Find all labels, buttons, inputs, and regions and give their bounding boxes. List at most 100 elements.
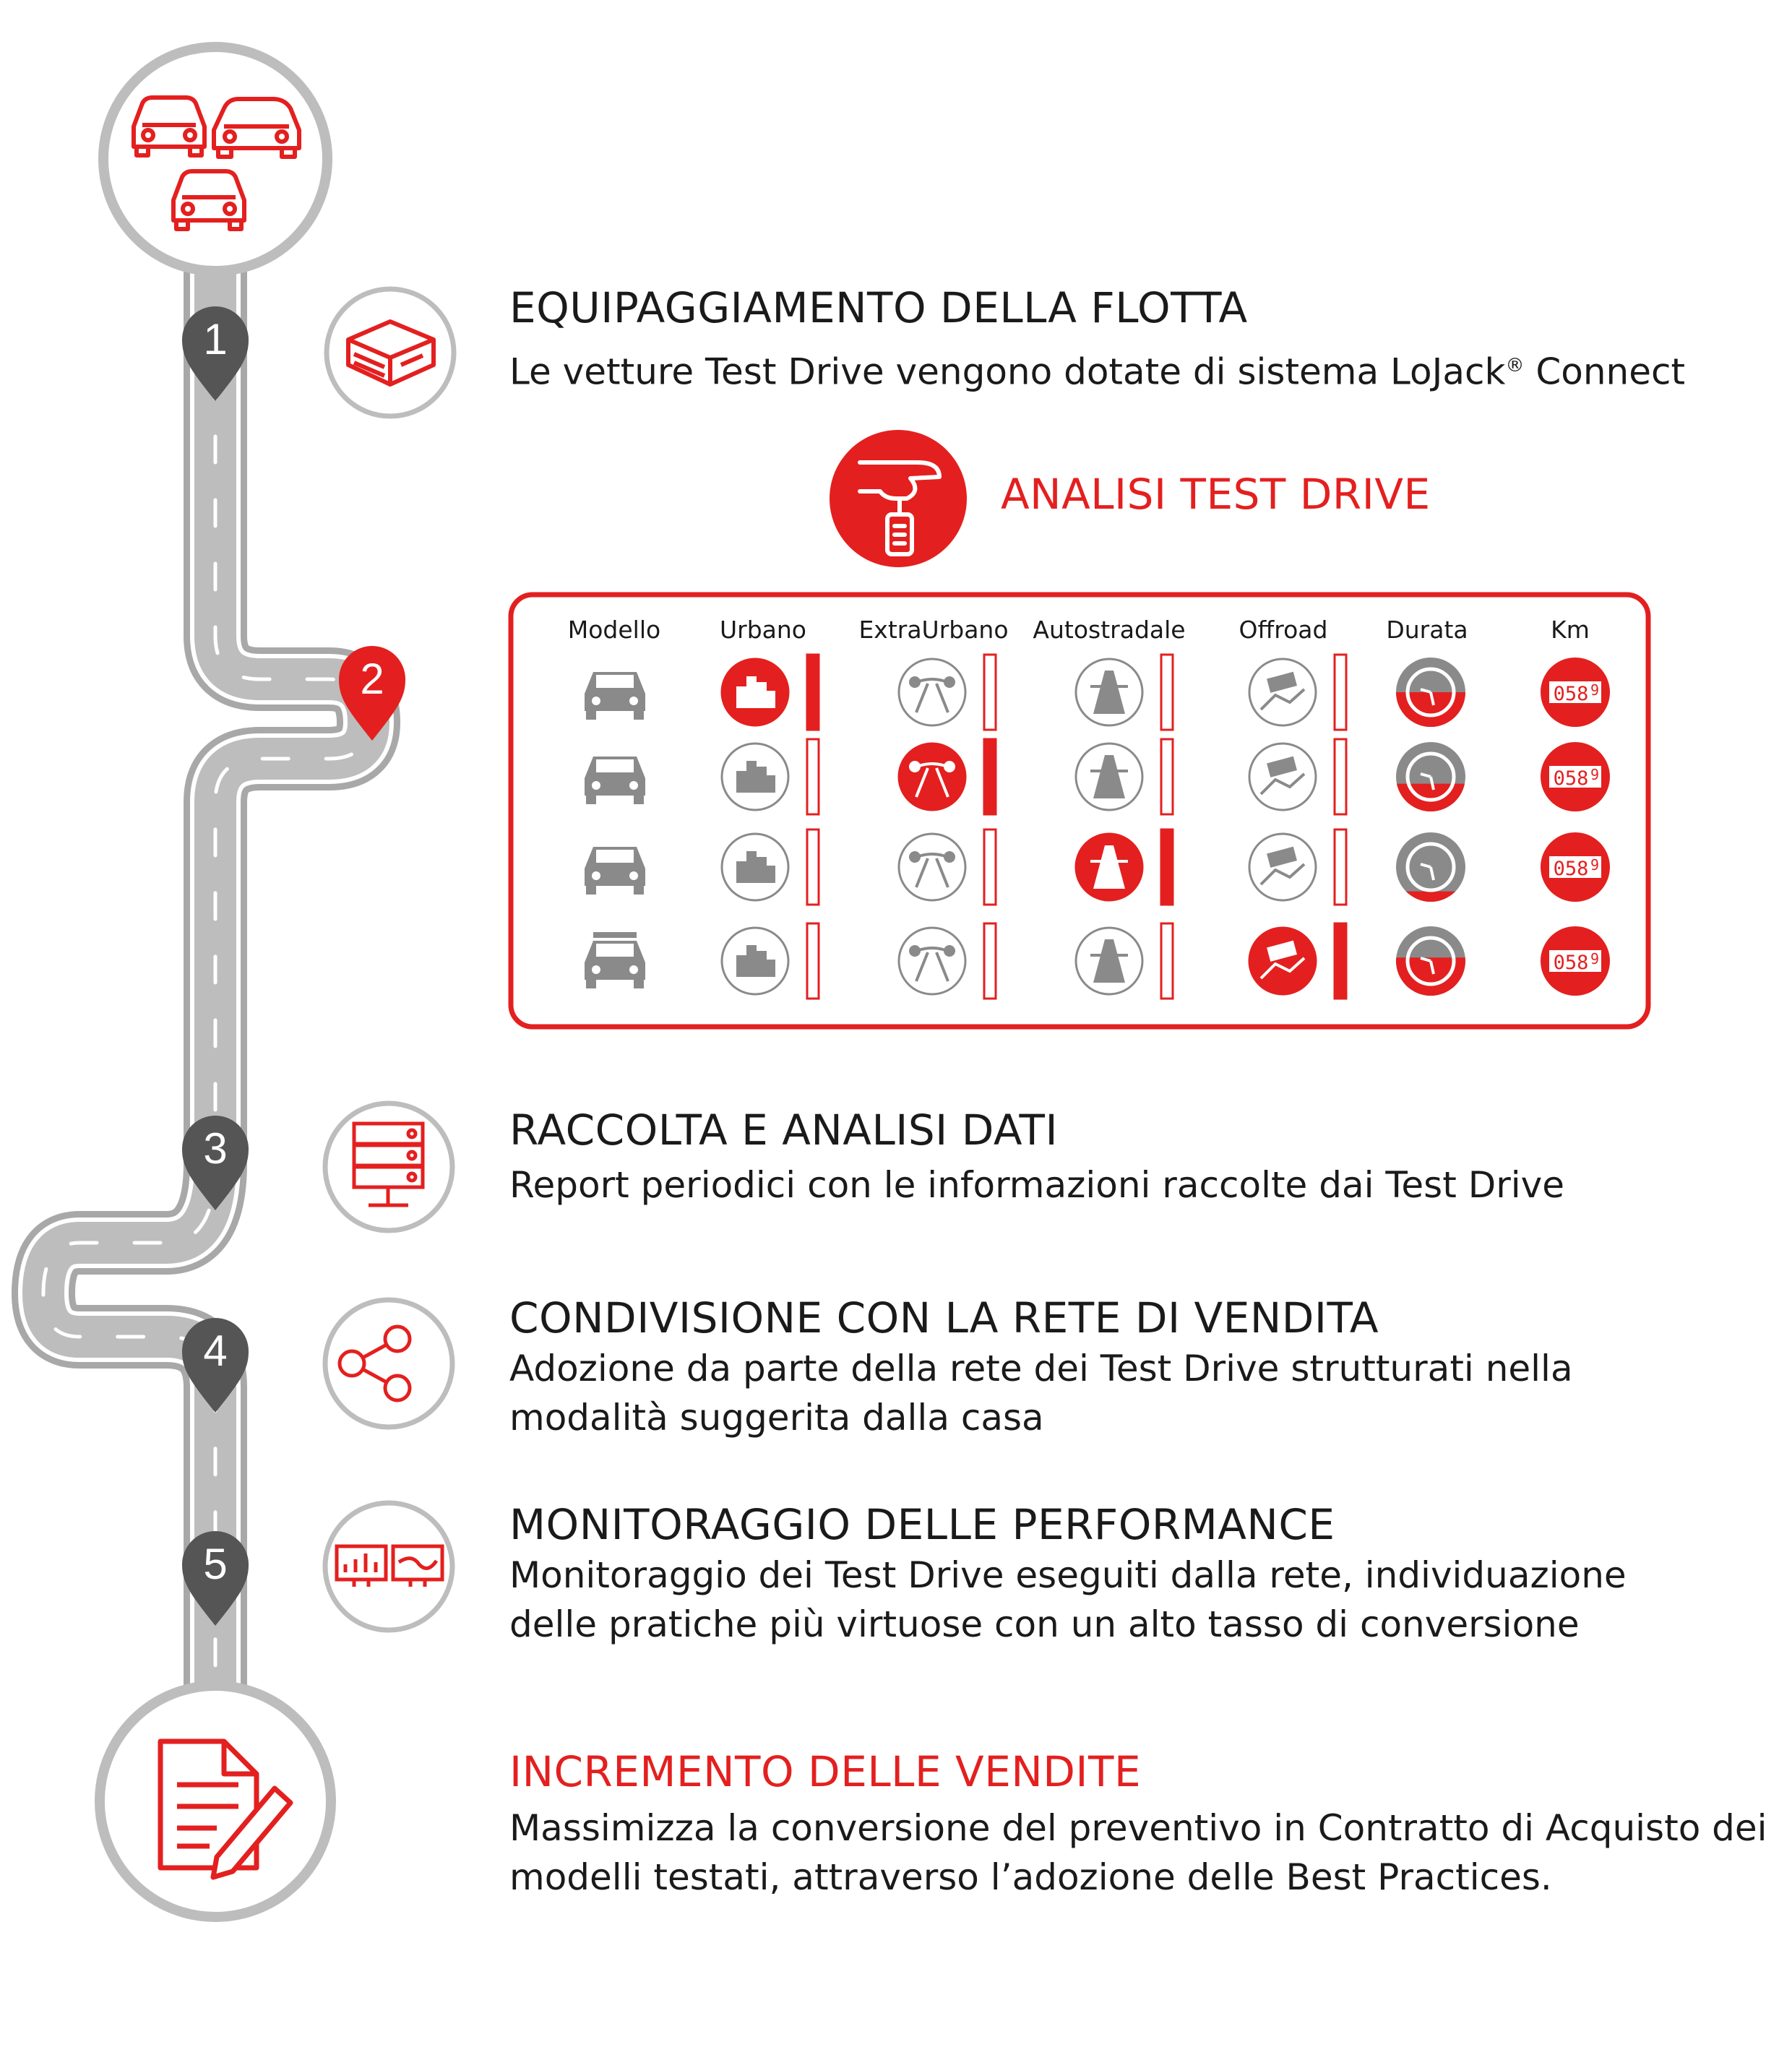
level-bar: [1160, 922, 1174, 1000]
step-4-icon-circle: [322, 1297, 455, 1430]
step-4-line-1: Adozione da parte della rete dei Test Dr…: [509, 1348, 1573, 1389]
step-3-icon-circle: [322, 1100, 455, 1233]
odometer-last-digit: 9: [1590, 681, 1599, 699]
pin-2: 2: [339, 646, 405, 741]
sedan-car-icon: [585, 672, 645, 720]
level-bar: [806, 738, 820, 816]
test-drive-table-frame: [508, 592, 1651, 1030]
hand-with-key-icon: [858, 460, 942, 556]
level-bar: [983, 922, 997, 1000]
crossover-car-icon: [585, 847, 645, 895]
level-bar: [1160, 653, 1174, 731]
level-bar-fill: [984, 739, 996, 814]
highway-icon: [1074, 658, 1144, 727]
duration-clock-icon: [1396, 832, 1465, 902]
country-road-icon: [897, 832, 967, 902]
step-4-title: CONDIVISIONE CON LA RETE DI VENDITA: [509, 1293, 1379, 1343]
city-buildings-icon: [720, 658, 790, 727]
level-bar: [983, 653, 997, 731]
step-5-icon-circle: [322, 1500, 455, 1633]
pin-3: 3: [182, 1116, 249, 1210]
city-buildings-icon: [720, 926, 790, 996]
step-1-title: EQUIPAGGIAMENTO DELLA FLOTTA: [509, 283, 1248, 332]
country-road-icon: [897, 926, 967, 996]
step-pins: 1 2 3 4 5: [182, 306, 405, 1626]
highway-icon: [1074, 832, 1144, 902]
step-5-title: MONITORAGGIO DELLE PERFORMANCE: [509, 1500, 1335, 1549]
pin-1: 1: [182, 306, 249, 401]
level-bar-fill: [1335, 923, 1346, 999]
table-header-extraurbano: ExtraUrbano: [858, 616, 1009, 644]
start-circle: [98, 42, 332, 276]
table-header-offroad: Offroad: [1239, 616, 1328, 644]
server-icon: [352, 1121, 425, 1207]
level-bar: [1333, 653, 1348, 731]
table-header-urbano: Urbano: [720, 616, 806, 644]
level-bar-fill: [1161, 829, 1173, 905]
step-5-line-1: Monitoraggio dei Test Drive eseguiti dal…: [509, 1554, 1627, 1596]
step-1-icon-circle: [324, 286, 457, 419]
duration-clock-icon: [1396, 926, 1465, 996]
duration-clock-icon: [1396, 742, 1465, 811]
table-header-durata: Durata: [1386, 616, 1468, 644]
share-icon: [337, 1324, 412, 1402]
country-road-icon: [897, 742, 967, 811]
cars-fleet-icon: [132, 95, 301, 231]
level-bar: [1333, 828, 1348, 906]
road: [12, 214, 400, 1766]
pin-3-number: 3: [203, 1124, 227, 1173]
level-bar: [806, 828, 820, 906]
odometer-value: 058: [1554, 952, 1589, 974]
odometer-last-digit: 9: [1590, 766, 1599, 783]
level-bar: [1333, 738, 1348, 816]
pin-2-number: 2: [360, 655, 384, 703]
offroad-car-icon: [1248, 742, 1317, 811]
offroad-car-icon: [1248, 832, 1317, 902]
offroad-car-icon: [1248, 658, 1317, 727]
offroad-car-icon: [1248, 926, 1317, 996]
odometer-last-digit: 9: [1590, 856, 1599, 874]
table-header-autostradale: Autostradale: [1033, 616, 1186, 644]
obd-device-icon: [346, 319, 436, 387]
level-bar: [983, 828, 997, 906]
step-1-text-sup: ®: [1505, 355, 1525, 376]
step-3-line-1: Report periodici con le informazioni rac…: [509, 1164, 1565, 1206]
level-bar: [1160, 738, 1174, 816]
pin-5-number: 5: [203, 1540, 227, 1588]
city-buildings-icon: [720, 832, 790, 902]
step-4-line-2: modalità suggerita dalla casa: [509, 1397, 1044, 1439]
odometer-value: 058: [1554, 683, 1589, 705]
final-title: INCREMENTO DELLE VENDITE: [509, 1747, 1142, 1796]
step-5-line-2: delle pratiche più virtuose con un alto …: [509, 1603, 1580, 1645]
monitors-chart-icon: [335, 1544, 444, 1587]
contract-pen-icon: [158, 1738, 293, 1880]
table-header-km: Km: [1551, 616, 1590, 644]
level-bar-fill: [807, 655, 819, 730]
final-line-2: modelli testati, attraverso l’adozione d…: [509, 1856, 1552, 1898]
pin-5: 5: [182, 1531, 249, 1626]
suv-car-icon: [585, 757, 645, 804]
pin-1-number: 1: [203, 315, 227, 363]
highway-icon: [1074, 926, 1144, 996]
pin-4-number: 4: [203, 1327, 227, 1375]
highway-icon: [1074, 742, 1144, 811]
step-1-text-main: Le vetture Test Drive vengono dotate di …: [509, 350, 1506, 393]
offroad-jeep-icon: [585, 932, 645, 988]
odometer-value: 058: [1554, 767, 1589, 790]
step-2-icon-circle: [830, 430, 967, 567]
final-line-1: Massimizza la conversione del preventivo…: [509, 1807, 1767, 1849]
end-circle: [95, 1681, 336, 1922]
step-3-title: RACCOLTA E ANALISI DATI: [509, 1106, 1059, 1155]
duration-clock-icon: [1396, 658, 1465, 727]
odometer-last-digit: 9: [1590, 950, 1599, 968]
step-2-title: ANALISI TEST DRIVE: [1001, 470, 1431, 519]
